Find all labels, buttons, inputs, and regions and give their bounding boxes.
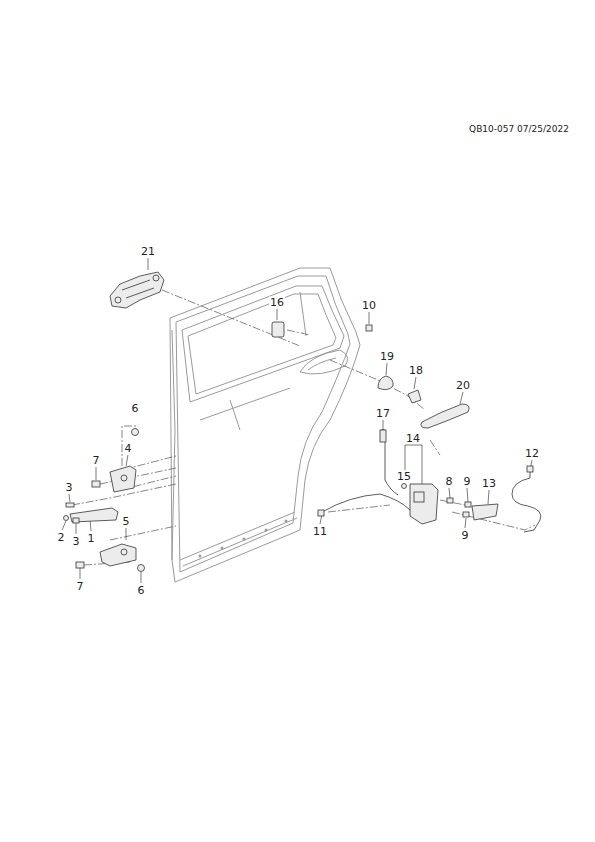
callout-number: 8	[445, 476, 454, 487]
callout-number: 13	[481, 478, 497, 489]
callout-number: 6	[131, 403, 140, 414]
callout-number: 7	[76, 581, 85, 592]
callout-number: 9	[463, 476, 472, 487]
callout-number: 19	[379, 351, 395, 362]
callout-number: 4	[124, 443, 133, 454]
callout-number: 1	[87, 533, 96, 544]
callout-number: 5	[122, 516, 131, 527]
callout-number: 18	[408, 365, 424, 376]
callout-number: 14	[405, 433, 421, 444]
callout-number: 10	[361, 300, 377, 311]
callout-number: 7	[92, 455, 101, 466]
callout-number: 6	[137, 585, 146, 596]
leader-lines	[62, 258, 532, 583]
callout-number: 3	[65, 482, 74, 493]
callout-number: 16	[269, 297, 285, 308]
door-outline	[170, 268, 360, 582]
callout-number: 15	[396, 471, 412, 482]
door-holes	[199, 520, 288, 558]
callout-number: 9	[461, 530, 470, 541]
drawing-code: QB10-057 07/25/2022	[468, 125, 570, 134]
callout-number: 2	[57, 532, 66, 543]
callout-number: 20	[455, 380, 471, 391]
assembly-lines	[72, 290, 535, 565]
callout-number: 3	[72, 536, 81, 547]
callout-number: 11	[312, 526, 328, 537]
callout-number: 12	[524, 448, 540, 459]
callout-number: 21	[140, 246, 156, 257]
callout-number: 17	[375, 408, 391, 419]
parts	[64, 272, 541, 572]
